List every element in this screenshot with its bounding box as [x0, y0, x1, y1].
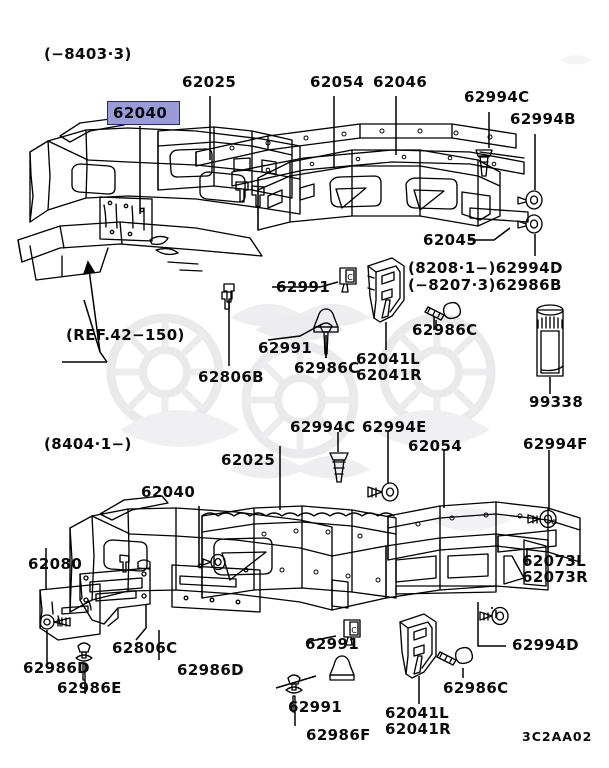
nut-62994b: [517, 190, 543, 210]
screw-62986c-lower: [436, 646, 474, 666]
leader-62806c: [135, 604, 147, 641]
date-variant-part-1[interactable]: 62994D: [495, 259, 563, 277]
bolt-62994f: [527, 509, 557, 529]
leader-62994d-right: [477, 602, 506, 647]
label-99338[interactable]: 99338: [529, 393, 584, 411]
label-62991-grommet-upper[interactable]: 62991: [258, 339, 313, 357]
label-62041l-lower: 62041L: [385, 704, 450, 722]
label-62994d-right[interactable]: 62994D: [512, 636, 580, 654]
label-62991-clip-upper[interactable]: 62991: [276, 278, 331, 296]
clip-62991-upper: C: [339, 267, 357, 293]
bolt-62994c-lower: [329, 452, 349, 483]
label-62986d-mid[interactable]: 62986D: [177, 661, 245, 679]
label-62041r-lower: 62041R: [385, 720, 452, 738]
upper-assembly: C: [17, 117, 564, 377]
label-62986d-left[interactable]: 62986D: [23, 659, 91, 677]
label-62054-lower[interactable]: 62054: [408, 437, 463, 455]
tube-99338: [536, 304, 564, 377]
label-62040-lower[interactable]: 62040: [141, 483, 196, 501]
date-variant-row-1: (8208·1−)62994D: [408, 260, 563, 276]
nut-62045-fastener: [517, 214, 543, 234]
bolt-62994e: [367, 482, 399, 502]
leader-62991-clip-lower: [305, 635, 337, 643]
label-62073r: 62073R: [522, 568, 589, 586]
plate-62073: [497, 529, 557, 553]
leader-lines: [45, 96, 551, 726]
label-62041r-upper: 62041R: [356, 366, 423, 384]
background-watermark: [111, 55, 592, 531]
label-62073[interactable]: 62073L 62073R: [522, 553, 588, 585]
label-62986c-right[interactable]: 62986C: [412, 321, 478, 339]
highlighted-part-62040[interactable]: 62040: [107, 101, 180, 125]
label-62986c-lower[interactable]: 62986C: [443, 679, 509, 697]
label-62041l-upper: 62041L: [356, 350, 421, 368]
highlighted-part-label: 62040: [113, 104, 168, 122]
label-62025-lower[interactable]: 62025: [221, 451, 276, 469]
reference-label[interactable]: (REF.42−150): [66, 326, 185, 344]
label-62994b[interactable]: 62994B: [510, 110, 577, 128]
clip-62806b: [223, 283, 235, 303]
label-62994c-upper[interactable]: 62994C: [464, 88, 530, 106]
bracket-62041-upper: [367, 257, 405, 323]
upper-date-range: (−8403·3): [44, 45, 132, 63]
leader-62991-clip-upper: [272, 281, 339, 288]
leader-ref-shaft: [87, 261, 101, 353]
label-62073l: 62073L: [522, 552, 587, 570]
label-62994c-lower[interactable]: 62994C: [290, 418, 356, 436]
grommet-62991-lower: [329, 655, 355, 681]
bolt-62986d-left: [39, 614, 71, 630]
bolt-62994d-lower: [490, 606, 494, 610]
label-62025-upper[interactable]: 62025: [182, 73, 237, 91]
label-62986c-center[interactable]: 62986C: [294, 359, 360, 377]
clip-62991-lower: C: [343, 619, 361, 646]
label-62041-upper[interactable]: 62041L 62041R: [356, 351, 422, 383]
diagram-code: 3C2AA02: [522, 729, 593, 744]
svg-text:C: C: [351, 626, 357, 635]
bolt-62994d-right: [479, 606, 509, 626]
lower-date-range: (8404·1−): [44, 435, 132, 453]
label-62046[interactable]: 62046: [373, 73, 428, 91]
label-62041-lower[interactable]: 62041L 62041R: [385, 705, 451, 737]
svg-text:C: C: [347, 273, 353, 282]
screw-62986c-right: [424, 301, 462, 321]
label-62986f[interactable]: 62986F: [306, 726, 371, 744]
label-62991-clip-lower[interactable]: 62991: [305, 635, 360, 653]
label-62080[interactable]: 62080: [28, 555, 83, 573]
bracket-62041-lower: [399, 613, 437, 679]
label-62991-grommet-lower[interactable]: 62991: [288, 698, 343, 716]
label-62806c[interactable]: 62806C: [112, 639, 178, 657]
label-62994e[interactable]: 62994E: [362, 418, 427, 436]
lower-assembly: C: [39, 452, 581, 713]
date-variant-row-2: (−8207·3)62986B: [408, 277, 562, 293]
label-62994f[interactable]: 62994F: [523, 435, 588, 453]
leader-ref-arrowhead: [82, 260, 96, 275]
label-62045[interactable]: 62045: [423, 231, 478, 249]
date-variant-range-2: (−8207·3): [408, 276, 496, 294]
grommet-62991-upper: [313, 308, 339, 333]
date-variant-part-2[interactable]: 62986B: [495, 276, 562, 294]
bolt-lower-62025: [202, 553, 226, 571]
label-62806b[interactable]: 62806B: [198, 368, 265, 386]
leader-62045: [468, 227, 511, 241]
label-62054-upper[interactable]: 62054: [310, 73, 365, 91]
label-62986e[interactable]: 62986E: [57, 679, 122, 697]
leader-62991-grommet-lower: [275, 675, 317, 689]
bolt-62994c-upper: [475, 149, 493, 177]
date-variant-range-1: (8208·1−): [408, 259, 496, 277]
leader-62991-grommet-upper: [267, 323, 323, 341]
